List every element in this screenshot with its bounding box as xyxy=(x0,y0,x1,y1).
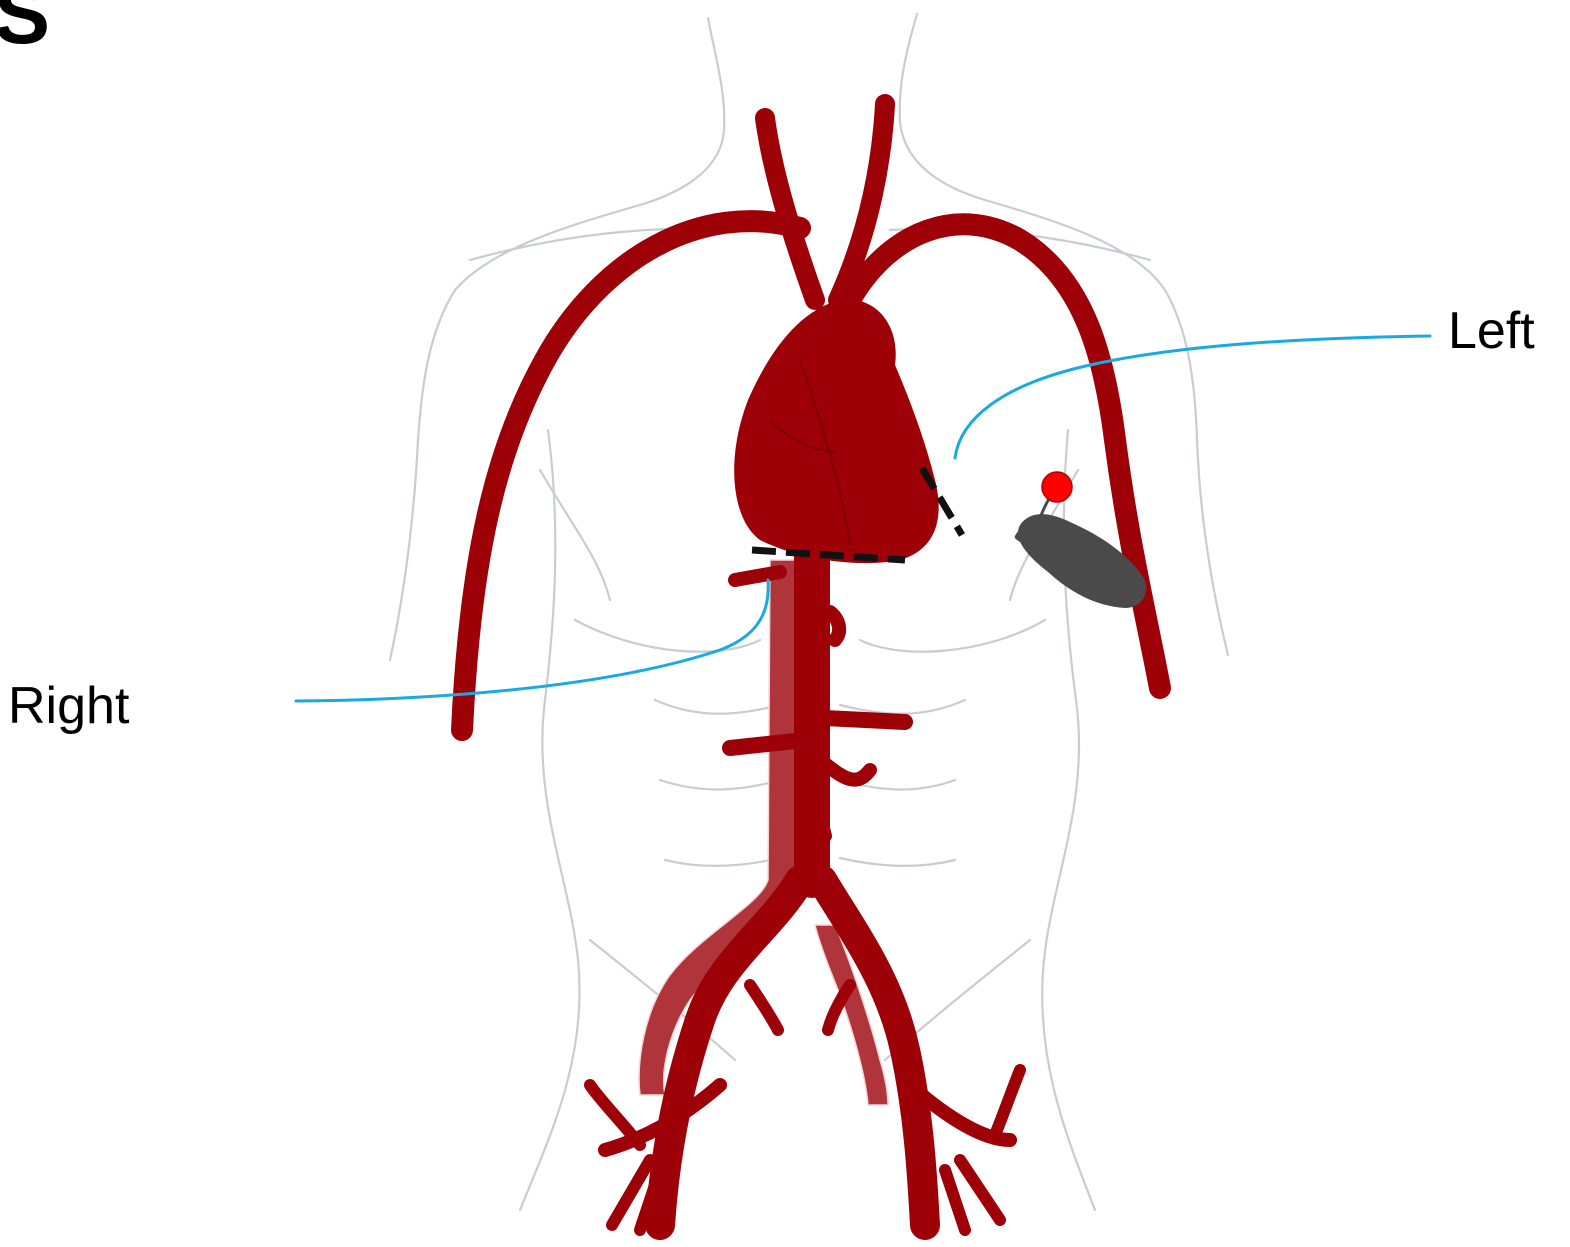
label-right: Right xyxy=(8,680,129,732)
renal-branch-left xyxy=(730,740,805,748)
celiac-branch-right xyxy=(830,612,839,640)
celiac-branch-left xyxy=(735,572,780,580)
gonadal-branch xyxy=(822,820,826,836)
abs-line-3-left xyxy=(665,858,780,866)
pelvic-branch-left-2 xyxy=(590,1085,640,1145)
callout-line-right xyxy=(296,580,768,701)
pectoral-left xyxy=(575,620,760,652)
chest-line-left xyxy=(540,470,610,600)
pelvic-branch-right-3 xyxy=(960,1160,1000,1220)
vena-cava xyxy=(639,560,888,1105)
heart xyxy=(734,300,938,564)
abs-line-2-left xyxy=(660,780,780,789)
heart-body xyxy=(734,300,938,564)
pelvic-branch-right-4 xyxy=(945,1170,965,1230)
torso-left-outline xyxy=(520,430,580,1210)
right-carotid-artery xyxy=(765,118,815,300)
pelvic-branch-right-2 xyxy=(995,1070,1020,1135)
arterial-tree xyxy=(462,104,1160,1230)
panel-letter: S xyxy=(0,0,50,56)
callout-line-left xyxy=(955,336,1430,458)
pectoral-right xyxy=(860,620,1045,652)
renal-branch-right xyxy=(825,718,905,722)
abs-line-3-right xyxy=(840,858,955,866)
red-marker-icon xyxy=(1042,472,1072,502)
abs-line-1-left xyxy=(655,700,780,714)
label-left: Left xyxy=(1448,305,1535,357)
shoulder-left-outline xyxy=(390,290,455,660)
neck-left-outline xyxy=(455,18,724,290)
internal-iliac-left xyxy=(750,985,778,1030)
